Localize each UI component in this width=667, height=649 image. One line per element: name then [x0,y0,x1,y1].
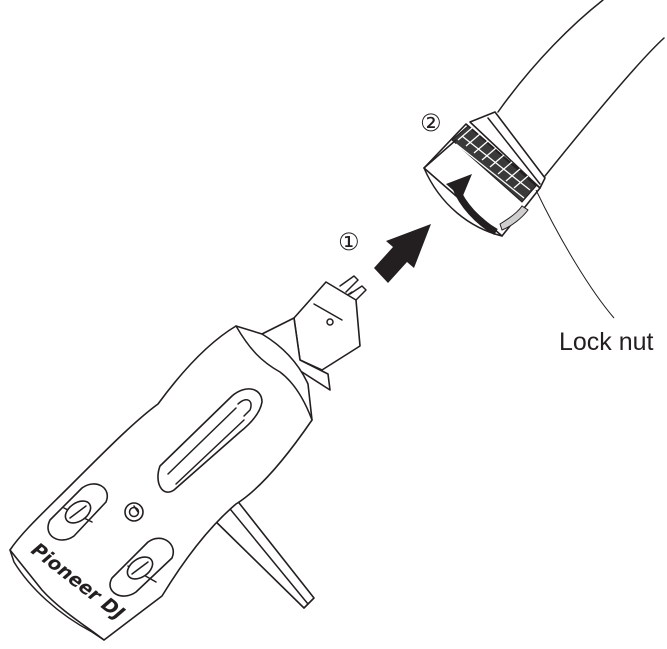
rotate-arrow-icon [446,174,498,236]
callout-leader-line [535,189,615,319]
lock-nut-assembly [423,111,546,237]
headshell: Pioneer DJ [9,281,361,641]
headshell-screw [124,502,144,522]
insert-arrow-icon [374,224,431,283]
step-1-marker: ① [338,229,360,256]
tonearm-pipe [497,0,665,177]
step-2-marker: ② [420,110,442,137]
lock-nut-label: Lock nut [559,328,654,356]
lock-nut [423,123,541,237]
